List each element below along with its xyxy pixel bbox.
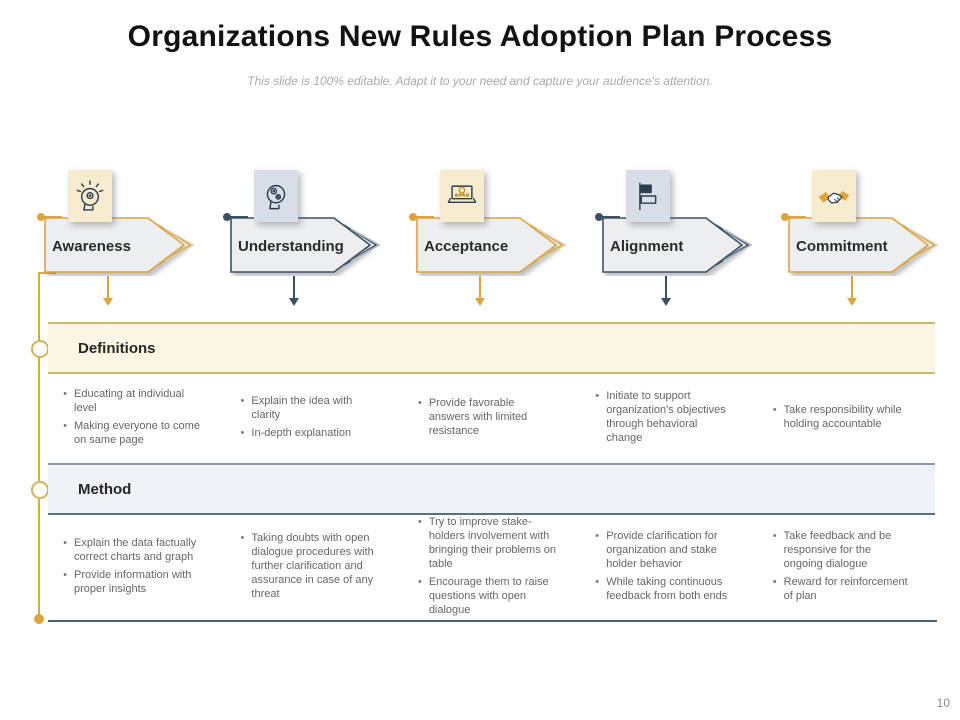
bullet-item: •Taking doubts with open dialogue proced… (240, 532, 374, 600)
stage-label: Commitment (796, 238, 888, 255)
down-arrow (660, 276, 672, 308)
definitions-col-acceptance: •Provide favorable answers with limited … (403, 374, 580, 460)
method-col-commitment: •Take feedback and be responsive for the… (758, 515, 935, 617)
chevron-arrow (416, 217, 567, 273)
connector-line (788, 216, 806, 218)
definitions-col-commitment: •Take responsibility while holding accou… (758, 374, 935, 460)
definitions-ring-marker (31, 340, 49, 358)
stage-alignment: Alignment (595, 168, 784, 313)
bottom-divider (48, 620, 937, 622)
stage-label: Acceptance (424, 238, 509, 255)
bullet-item: •Provide information with proper insight… (63, 569, 192, 595)
definitions-col-understanding: •Explain the idea with clarity •In-depth… (225, 374, 402, 460)
bullet-item: •Making everyone to come on same page (63, 420, 200, 446)
acceptance-icon-box (440, 170, 484, 222)
definitions-bullets-row: •Educating at individual level •Making e… (48, 374, 935, 460)
chevron-arrow (230, 217, 381, 273)
rail-end-dot (34, 614, 44, 624)
down-arrow (474, 276, 486, 308)
rail-connector (38, 272, 56, 274)
method-label: Method (78, 480, 132, 498)
bullet-item: •Explain the data factually correct char… (63, 537, 197, 563)
connector-dot (223, 213, 231, 221)
connector-line (44, 216, 62, 218)
connector-line (230, 216, 248, 218)
method-col-awareness: •Explain the data factually correct char… (48, 515, 225, 617)
bullet-item: •While taking continuous feedback from b… (595, 576, 728, 602)
idea-head-icon (76, 180, 104, 211)
bullet-item: •Take responsibility while holding accou… (772, 404, 902, 430)
bullet-item: •Initiate to support organization's obje… (595, 390, 726, 444)
handshake-icon (818, 191, 850, 204)
awareness-icon-box (68, 170, 112, 222)
laptop-badge-icon (447, 185, 477, 204)
connector-line (416, 216, 434, 218)
bullet-item: •Encourage them to raise questions with … (417, 576, 549, 616)
bullet-item: •In-depth explanation (240, 427, 352, 439)
alignment-icon-box (626, 170, 670, 222)
down-arrow (846, 276, 858, 308)
bullet-item: •Try to improve stake-holders involvemen… (417, 516, 556, 570)
connector-dot (409, 213, 417, 221)
down-arrow (102, 276, 114, 308)
stage-label: Alignment (610, 238, 684, 255)
page-subtitle: This slide is 100% editable. Adapt it to… (247, 74, 713, 88)
connector-dot (781, 213, 789, 221)
definitions-col-alignment: •Initiate to support organization's obje… (580, 374, 757, 460)
chevron-arrow (788, 217, 939, 273)
chevron-arrow (44, 217, 195, 273)
page-title: Organizations New Rules Adoption Plan Pr… (127, 20, 833, 53)
method-ring-marker (31, 481, 49, 499)
stage-understanding: Understanding (223, 168, 412, 313)
commitment-icon-box (812, 170, 856, 222)
method-bullets-row: •Explain the data factually correct char… (48, 515, 935, 617)
bullet-item: •Provide clarification for organization … (595, 530, 718, 570)
method-col-alignment: •Provide clarification for organization … (580, 515, 757, 617)
understanding-icon-box (254, 170, 298, 222)
definitions-band: Definitions (48, 322, 935, 374)
connector-line (602, 216, 620, 218)
stage-acceptance: Acceptance (409, 168, 598, 313)
rail-line (38, 272, 40, 618)
bullet-item: •Provide favorable answers with limited … (417, 397, 528, 437)
method-col-understanding: •Taking doubts with open dialogue proced… (225, 515, 402, 617)
bullet-item: •Reward for reinforcement of plan (772, 576, 908, 602)
bullet-item: •Explain the idea with clarity (240, 395, 353, 421)
page-number: 10 (936, 696, 950, 710)
method-band: Method (48, 463, 935, 515)
down-arrow (288, 276, 300, 308)
flag-icon (639, 182, 657, 211)
connector-dot (37, 213, 45, 221)
bullet-item: •Educating at individual level (63, 388, 185, 414)
definitions-label: Definitions (78, 339, 156, 357)
stage-label: Understanding (238, 238, 344, 255)
bullet-item: •Take feedback and be responsive for the… (772, 530, 892, 570)
chevron-arrow (602, 217, 753, 273)
method-col-acceptance: •Try to improve stake-holders involvemen… (403, 515, 580, 617)
stage-label: Awareness (52, 238, 131, 255)
stage-commitment: Commitment (781, 168, 960, 313)
head-gears-icon (266, 184, 286, 210)
definitions-col-awareness: •Educating at individual level •Making e… (48, 374, 225, 460)
connector-dot (595, 213, 603, 221)
stage-awareness: Awareness (37, 168, 226, 313)
